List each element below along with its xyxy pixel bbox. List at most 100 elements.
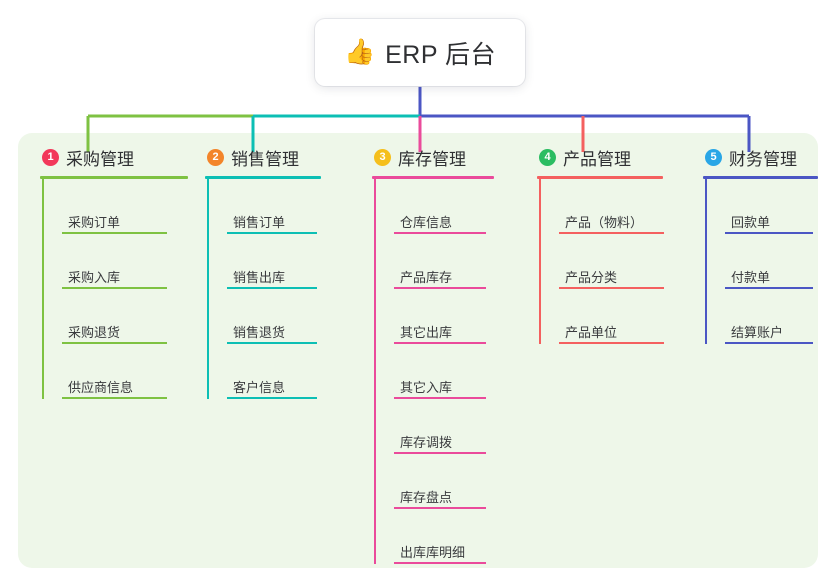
branch-item-underline <box>62 287 167 289</box>
branch-header-3[interactable]: 3 库存管理 <box>372 144 494 170</box>
branch-item-underline <box>725 342 813 344</box>
branch-item-underline <box>227 232 317 234</box>
branch-underline <box>205 176 321 179</box>
branch-item-label: 库存盘点 <box>400 490 453 505</box>
branch-item-underline <box>227 287 317 289</box>
branch-item-label: 销售退货 <box>233 325 286 340</box>
branch-spine <box>42 179 44 399</box>
branch-item-label: 客户信息 <box>233 380 286 395</box>
branch-spine <box>539 179 541 344</box>
branch-item-underline <box>559 342 664 344</box>
branch-item-underline <box>394 287 486 289</box>
branch-title: 采购管理 <box>66 149 134 169</box>
branch-spine <box>374 179 376 564</box>
branch-item-label: 产品分类 <box>565 270 618 285</box>
branch-column-1: 1 采购管理采购订单采购入库采购退货供应商信息 <box>40 144 188 399</box>
branch-item[interactable]: 供应商信息 <box>62 344 188 399</box>
branch-number-badge: 3 <box>374 148 391 166</box>
root-title: ERP 后台 <box>385 40 497 69</box>
branch-title: 财务管理 <box>729 149 797 169</box>
branch-column-2: 2 销售管理销售订单销售出库销售退货客户信息 <box>205 144 321 399</box>
branch-item-list: 仓库信息产品库存其它出库其它入库库存调拨库存盘点出库库明细 <box>372 179 494 564</box>
branch-number-badge: 2 <box>207 148 224 166</box>
branch-column-3: 3 库存管理仓库信息产品库存其它出库其它入库库存调拨库存盘点出库库明细 <box>372 144 494 564</box>
branch-item[interactable]: 回款单 <box>725 179 818 234</box>
branch-item-label: 其它出库 <box>400 325 453 340</box>
branch-item-label: 回款单 <box>731 215 771 230</box>
branch-item[interactable]: 采购退货 <box>62 289 188 344</box>
branch-item-underline <box>62 232 167 234</box>
branch-item[interactable]: 产品单位 <box>559 289 664 344</box>
branch-title: 产品管理 <box>563 149 631 169</box>
branch-item-underline <box>394 562 486 564</box>
branch-item-underline <box>394 397 486 399</box>
branch-item-label: 销售出库 <box>233 270 286 285</box>
branch-header-2[interactable]: 2 销售管理 <box>205 144 321 170</box>
branch-item[interactable]: 客户信息 <box>227 344 321 399</box>
branch-item-label: 销售订单 <box>233 215 286 230</box>
branch-item-label: 出库库明细 <box>400 545 466 560</box>
branch-spine <box>207 179 209 399</box>
branch-item-label: 付款单 <box>731 270 771 285</box>
branch-title: 库存管理 <box>398 149 466 169</box>
branch-item[interactable]: 采购订单 <box>62 179 188 234</box>
branch-number-badge: 5 <box>705 148 722 166</box>
branch-item[interactable]: 产品库存 <box>394 234 494 289</box>
branch-item[interactable]: 其它入库 <box>394 344 494 399</box>
thumbs-up-icon: 👍 <box>343 38 376 66</box>
branch-item-list: 产品（物料） 产品分类产品单位 <box>537 179 664 344</box>
branch-item-underline <box>394 342 486 344</box>
branch-underline <box>537 176 663 179</box>
branch-number-badge: 1 <box>42 148 59 166</box>
branch-item[interactable]: 销售出库 <box>227 234 321 289</box>
branch-item-label: 采购入库 <box>68 270 121 285</box>
branch-item-list: 回款单付款单结算账户 <box>703 179 818 344</box>
branch-item-underline <box>725 287 813 289</box>
branch-item-label: 仓库信息 <box>400 215 453 230</box>
branch-title: 销售管理 <box>231 149 299 169</box>
branch-item[interactable]: 销售订单 <box>227 179 321 234</box>
branch-item-label: 产品（物料） <box>565 215 644 230</box>
branch-item-label: 产品单位 <box>565 325 618 340</box>
branch-number-badge: 4 <box>539 148 556 166</box>
branch-item-label: 其它入库 <box>400 380 453 395</box>
branch-item[interactable]: 销售退货 <box>227 289 321 344</box>
branch-item-underline <box>227 342 317 344</box>
branch-item-underline <box>62 342 167 344</box>
branch-item-underline <box>559 287 664 289</box>
branch-underline <box>40 176 188 179</box>
branch-header-5[interactable]: 5 财务管理 <box>703 144 818 170</box>
branch-item[interactable]: 采购入库 <box>62 234 188 289</box>
branch-item-label: 库存调拨 <box>400 435 453 450</box>
branch-item-underline <box>62 397 167 399</box>
branch-column-4: 4 产品管理产品（物料） 产品分类产品单位 <box>537 144 664 344</box>
root-node[interactable]: 👍 ERP 后台 <box>315 19 525 86</box>
branch-item-label: 采购退货 <box>68 325 121 340</box>
branch-item-label: 产品库存 <box>400 270 453 285</box>
branch-item-label: 供应商信息 <box>68 380 134 395</box>
branch-item[interactable]: 付款单 <box>725 234 818 289</box>
branch-item[interactable]: 结算账户 <box>725 289 818 344</box>
branch-item-underline <box>725 232 813 234</box>
branch-underline <box>703 176 818 179</box>
branch-item-label: 采购订单 <box>68 215 121 230</box>
branch-column-5: 5 财务管理回款单付款单结算账户 <box>703 144 818 344</box>
branch-item-underline <box>227 397 317 399</box>
branch-item-underline <box>394 232 486 234</box>
branch-item[interactable]: 产品（物料） <box>559 179 664 234</box>
branch-item[interactable]: 库存调拨 <box>394 399 494 454</box>
branch-header-4[interactable]: 4 产品管理 <box>537 144 663 170</box>
branch-item[interactable]: 库存盘点 <box>394 454 494 509</box>
branch-item-label: 结算账户 <box>731 325 784 340</box>
branch-item-list: 销售订单销售出库销售退货客户信息 <box>205 179 321 399</box>
branch-item-list: 采购订单采购入库采购退货供应商信息 <box>40 179 188 399</box>
branch-header-1[interactable]: 1 采购管理 <box>40 144 188 170</box>
branch-item[interactable]: 仓库信息 <box>394 179 494 234</box>
branch-item[interactable]: 其它出库 <box>394 289 494 344</box>
branch-item[interactable]: 产品分类 <box>559 234 664 289</box>
branch-item-underline <box>394 452 486 454</box>
branches-panel <box>18 133 818 568</box>
branch-item[interactable]: 出库库明细 <box>394 509 494 564</box>
branch-item-underline <box>559 232 664 234</box>
